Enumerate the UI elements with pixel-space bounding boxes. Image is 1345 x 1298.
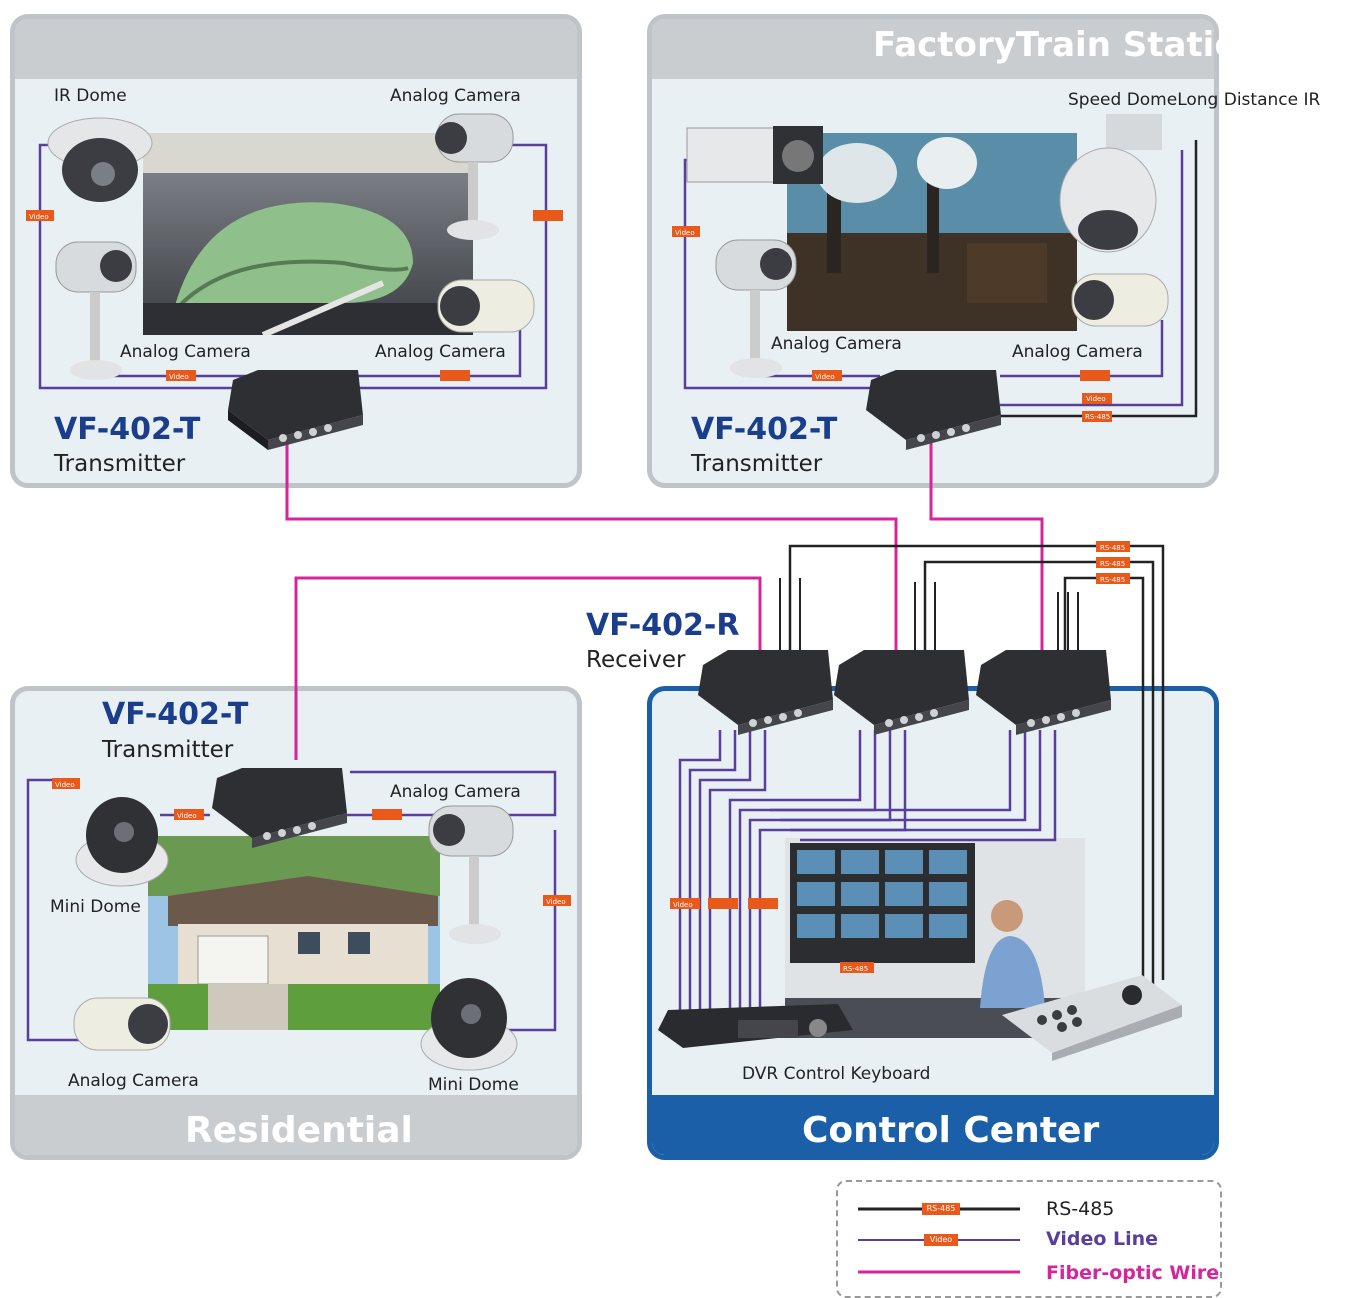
house-photo [148, 836, 440, 1030]
camera-label: Speed DomeLong Distance IR [1068, 90, 1321, 110]
analog-camera-icon [73, 997, 171, 1051]
factory-photo [787, 133, 1077, 331]
camera-label: Analog Camera [68, 1071, 199, 1091]
model-label: VF-402-T [102, 697, 249, 732]
panel-footer [15, 1095, 577, 1155]
legend-video-line: Video Line [1046, 1228, 1159, 1250]
panel-title-control: Control Center [802, 1110, 1100, 1151]
long-distance-ir-camera-icon [686, 126, 823, 184]
svg-text:Video: Video [546, 898, 566, 906]
svg-text:Video: Video [1086, 395, 1106, 403]
camera-label: Analog Camera [375, 342, 506, 362]
role-label: Transmitter [102, 737, 234, 763]
camera-label: Analog Camera [771, 334, 902, 354]
model-label: VF-402-T [691, 412, 838, 447]
legend: RS-485 Video RS-485 Video Line Fiber-opt… [836, 1180, 1222, 1298]
svg-text:RS-485: RS-485 [1100, 544, 1125, 552]
panel-header [652, 19, 1214, 79]
camera-label: Mini Dome [50, 897, 141, 917]
camera-label: Analog Camera [1012, 342, 1143, 362]
legend-rs485: RS-485 [1046, 1198, 1115, 1220]
legend-rs485-tag: RS-485 [926, 1204, 956, 1213]
svg-text:Video: Video [55, 781, 75, 789]
camera-label: Analog Camera [120, 342, 251, 362]
svg-text:RS-485: RS-485 [843, 965, 868, 973]
role-label: Transmitter [691, 451, 823, 477]
legend-fiber-optic: Fiber-optic Wire [1046, 1262, 1220, 1284]
receiver-box-3 [976, 650, 1111, 735]
svg-text:RS-485: RS-485 [1085, 413, 1110, 421]
analog-camera-icon [715, 239, 797, 378]
legend-video-tag: Video [929, 1235, 953, 1244]
model-label: VF-402-R [586, 608, 740, 643]
role-label: Receiver [586, 647, 686, 673]
svg-text:Video: Video [675, 229, 695, 237]
panel-residential [10, 686, 582, 1160]
transmitter-box-residential [212, 768, 347, 848]
panel-footer [652, 1095, 1214, 1155]
receiver-box-1 [698, 650, 833, 735]
equipment-label: DVR Control Keyboard [742, 1064, 931, 1084]
svg-text:Video: Video [815, 373, 835, 381]
panel-title-factory: FactoryTrain Statio [873, 25, 1238, 65]
camera-label: Mini Dome [428, 1075, 519, 1095]
analog-camera-icon [55, 241, 137, 380]
mini-dome-camera-icon [420, 978, 518, 1071]
analog-camera-icon [435, 113, 514, 240]
svg-text:RS-485: RS-485 [1100, 560, 1125, 568]
analog-camera-icon [428, 805, 514, 944]
svg-text:Video: Video [177, 812, 197, 820]
dvr-recorder [658, 1004, 853, 1048]
svg-text:Video: Video [169, 373, 189, 381]
role-label: Transmitter [54, 451, 186, 477]
mini-dome-camera-icon [75, 797, 169, 887]
camera-label: Analog Camera [390, 782, 521, 802]
train-photo [143, 133, 473, 335]
svg-text:RS-485: RS-485 [1100, 576, 1125, 584]
svg-text:Video: Video [673, 901, 693, 909]
ir-dome-camera-icon [47, 117, 153, 202]
transmitter-box-factory [866, 370, 1001, 450]
receiver-box-2 [834, 650, 969, 735]
analog-camera-icon [437, 279, 535, 333]
legend-lines [858, 1203, 1020, 1274]
panel-title-residential: Residential [185, 1110, 413, 1151]
camera-label: Analog Camera [390, 86, 521, 106]
svg-text:Video: Video [29, 213, 49, 221]
transmitter-box-train [228, 370, 363, 450]
camera-label: IR Dome [54, 86, 127, 106]
analog-camera-icon [1071, 273, 1169, 327]
control-keyboard [1002, 975, 1182, 1061]
panel-header [15, 19, 577, 79]
model-label: VF-402-T [54, 412, 201, 447]
speed-dome-camera-icon [1059, 114, 1162, 253]
